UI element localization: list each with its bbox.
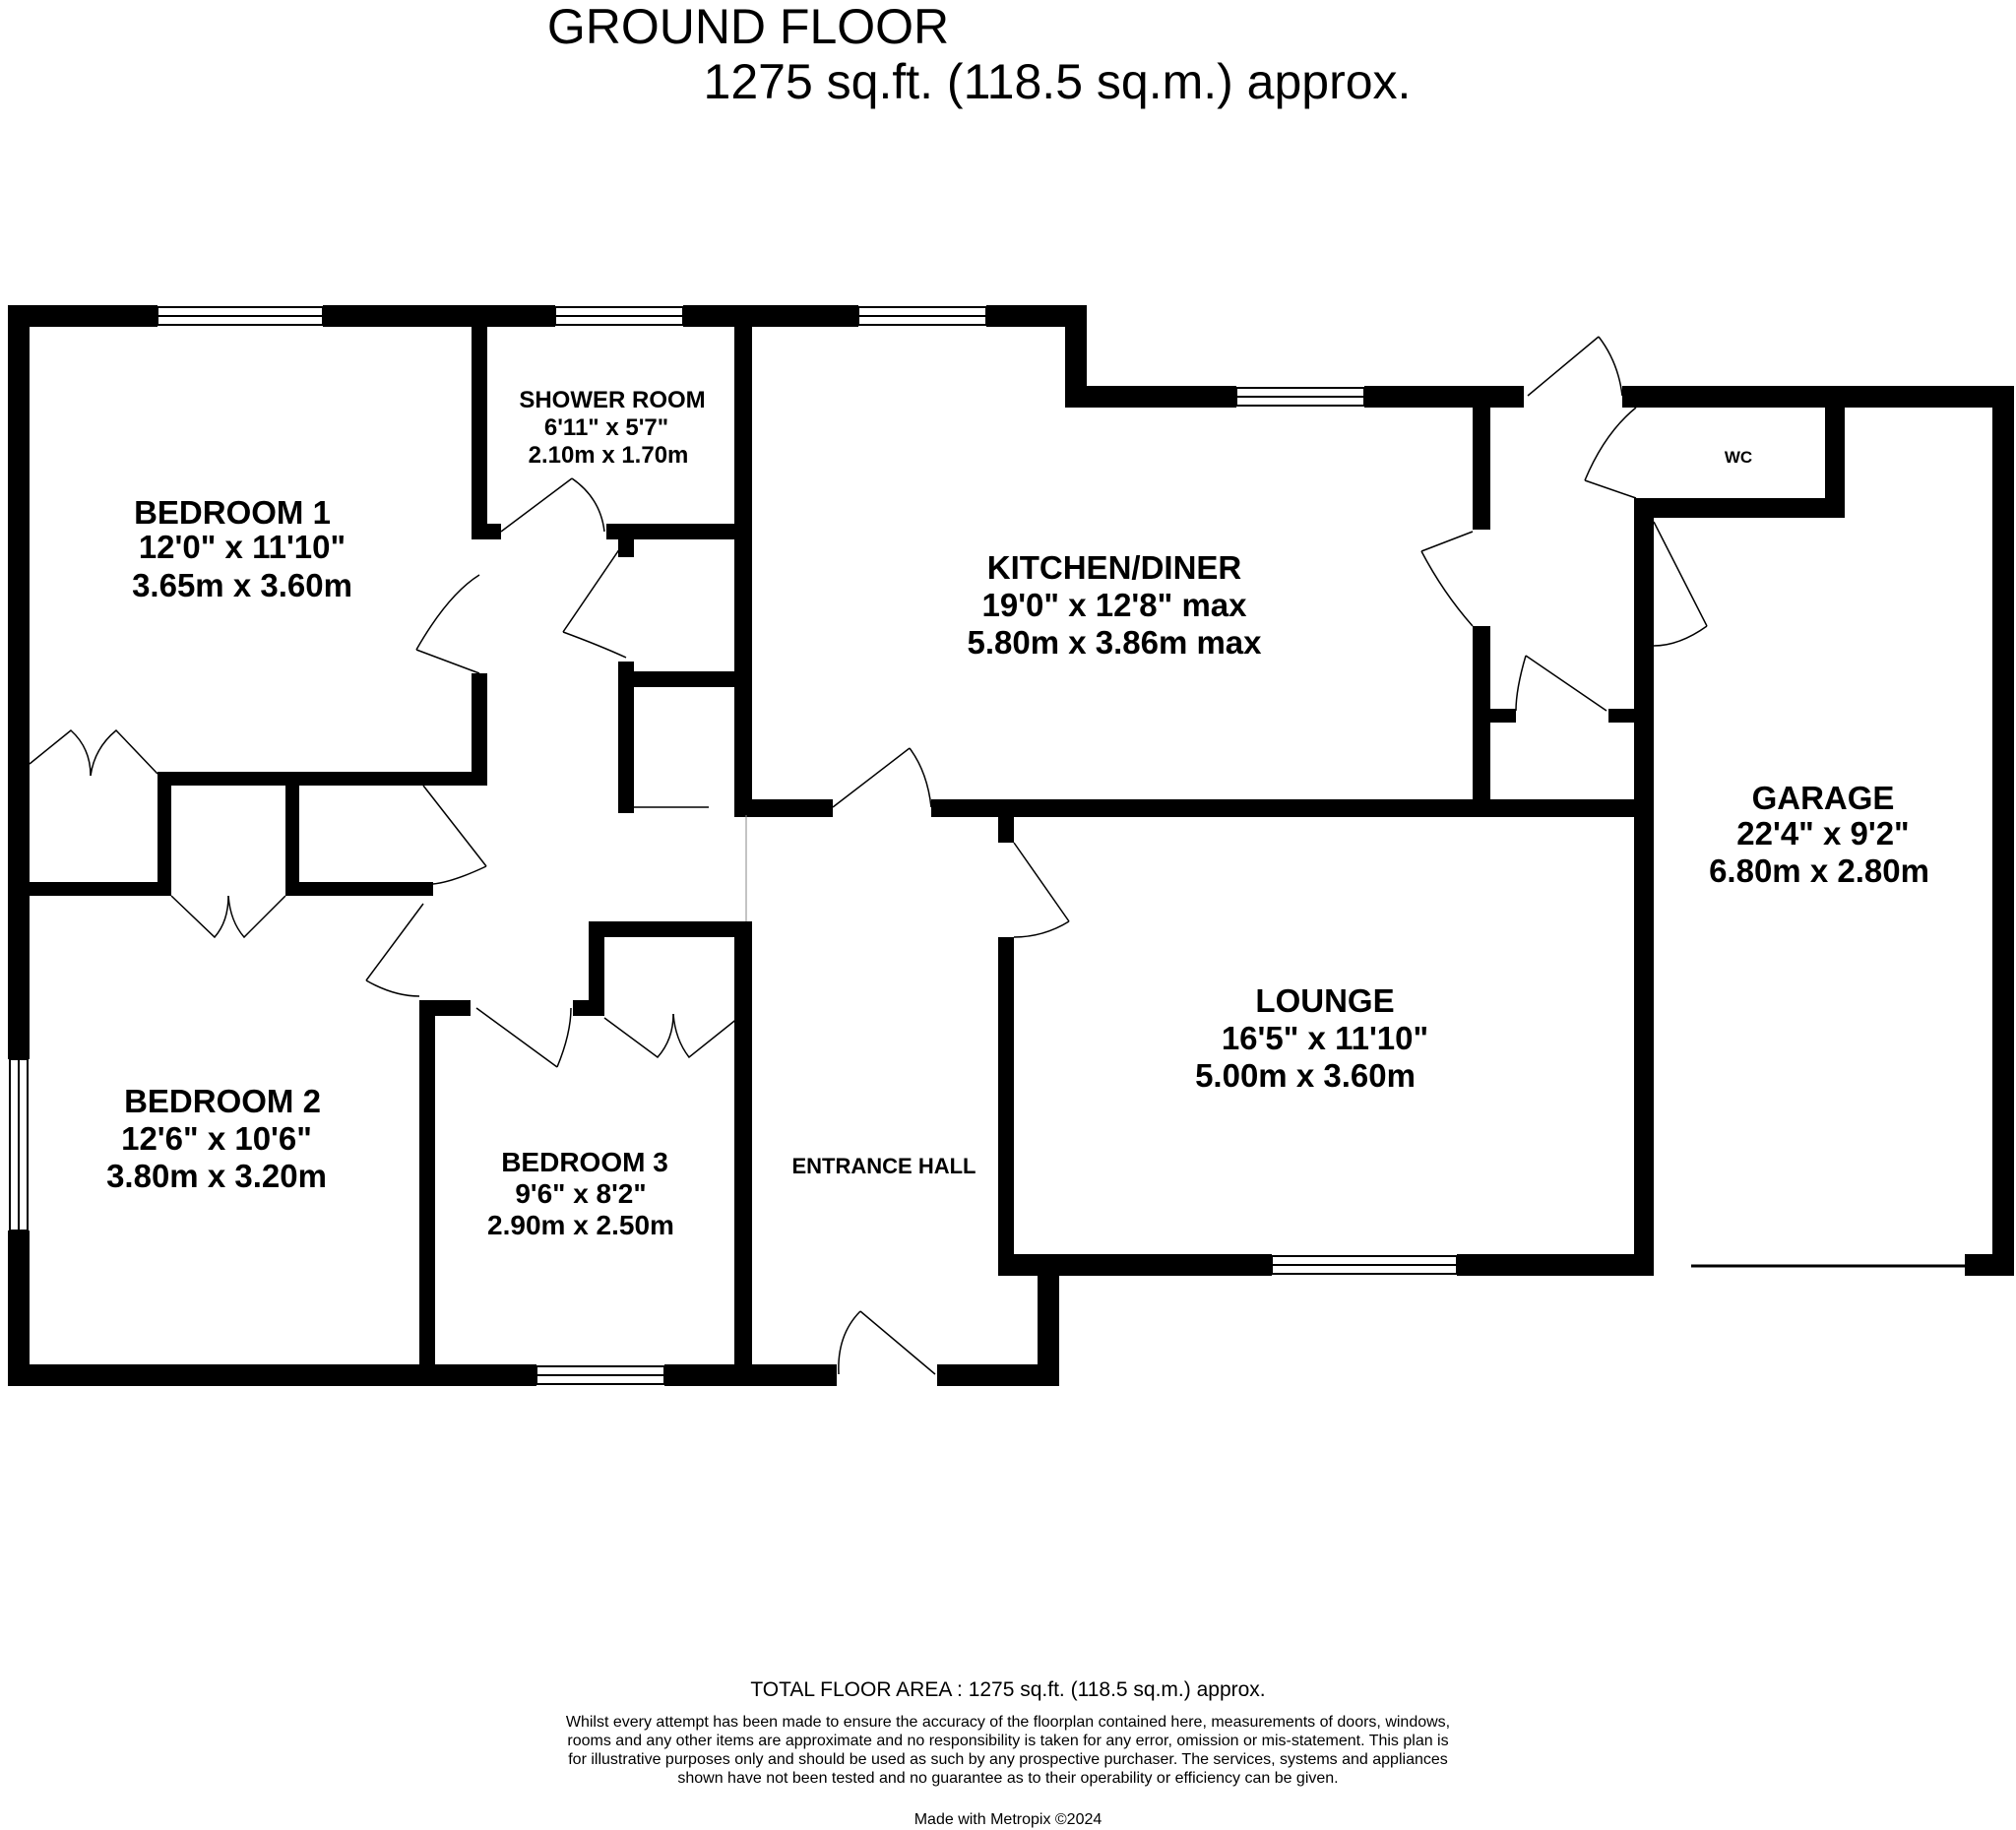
room-name: GARAGE [1752, 780, 1895, 816]
room-shower: SHOWER ROOM 6'11" x 5'7" 2.10m x 1.70m [519, 387, 705, 469]
room-imperial: 16'5" x 11'10" [1222, 1020, 1428, 1056]
room-name: BEDROOM 3 [501, 1147, 668, 1177]
room-garage: GARAGE 22'4" x 9'2" 6.80m x 2.80m [1709, 780, 1929, 889]
room-name: ENTRANCE HALL [792, 1154, 976, 1178]
room-entrance-hall: ENTRANCE HALL [792, 1154, 976, 1178]
room-name: BEDROOM 1 [134, 494, 331, 531]
total-floor-area: TOTAL FLOOR AREA : 1275 sq.ft. (118.5 sq… [750, 1678, 1266, 1701]
floor-title: GROUND FLOOR [546, 0, 950, 54]
room-metric: 2.10m x 1.70m [529, 442, 689, 469]
disclaimer: Whilst every attempt has been made to en… [565, 1714, 1451, 1787]
floor-area: 1275 sq.ft. (118.5 sq.m.) approx. [703, 54, 1412, 109]
room-metric: 3.65m x 3.60m [132, 567, 352, 603]
room-metric: 3.80m x 3.20m [106, 1158, 327, 1194]
room-bedroom-2: BEDROOM 2 12'6" x 10'6" 3.80m x 3.20m [106, 1083, 327, 1194]
room-metric: 5.00m x 3.60m [1195, 1057, 1416, 1094]
walls [8, 305, 2014, 1386]
doors [29, 336, 1965, 1375]
room-metric: 6.80m x 2.80m [1709, 852, 1929, 889]
room-imperial: 22'4" x 9'2" [1736, 815, 1909, 852]
room-bedroom-1: BEDROOM 1 12'0" x 11'10" 3.65m x 3.60m [132, 494, 352, 603]
room-name: WC [1725, 448, 1752, 467]
room-wc: WC [1725, 448, 1752, 467]
room-metric: 5.80m x 3.86m max [967, 624, 1262, 661]
room-imperial: 19'0" x 12'8" max [981, 587, 1247, 623]
room-lounge: LOUNGE 16'5" x 11'10" 5.00m x 3.60m [1195, 982, 1428, 1094]
room-metric: 2.90m x 2.50m [487, 1210, 674, 1240]
room-imperial: 12'0" x 11'10" [139, 529, 346, 565]
floor-plan: BEDROOM 1 12'0" x 11'10" 3.65m x 3.60m S… [8, 305, 2014, 1386]
room-name: LOUNGE [1255, 982, 1394, 1019]
windows [9, 306, 1458, 1385]
room-imperial: 12'6" x 10'6" [121, 1120, 312, 1157]
room-bedroom-3: BEDROOM 3 9'6" x 8'2" 2.90m x 2.50m [487, 1147, 674, 1240]
room-imperial: 9'6" x 8'2" [515, 1178, 646, 1209]
room-name: KITCHEN/DINER [987, 549, 1242, 586]
credit: Made with Metropix ©2024 [914, 1811, 1102, 1828]
room-imperial: 6'11" x 5'7" [544, 414, 668, 441]
room-name: SHOWER ROOM [519, 387, 705, 413]
room-kitchen: KITCHEN/DINER 19'0" x 12'8" max 5.80m x … [967, 549, 1262, 661]
room-name: BEDROOM 2 [124, 1083, 321, 1119]
